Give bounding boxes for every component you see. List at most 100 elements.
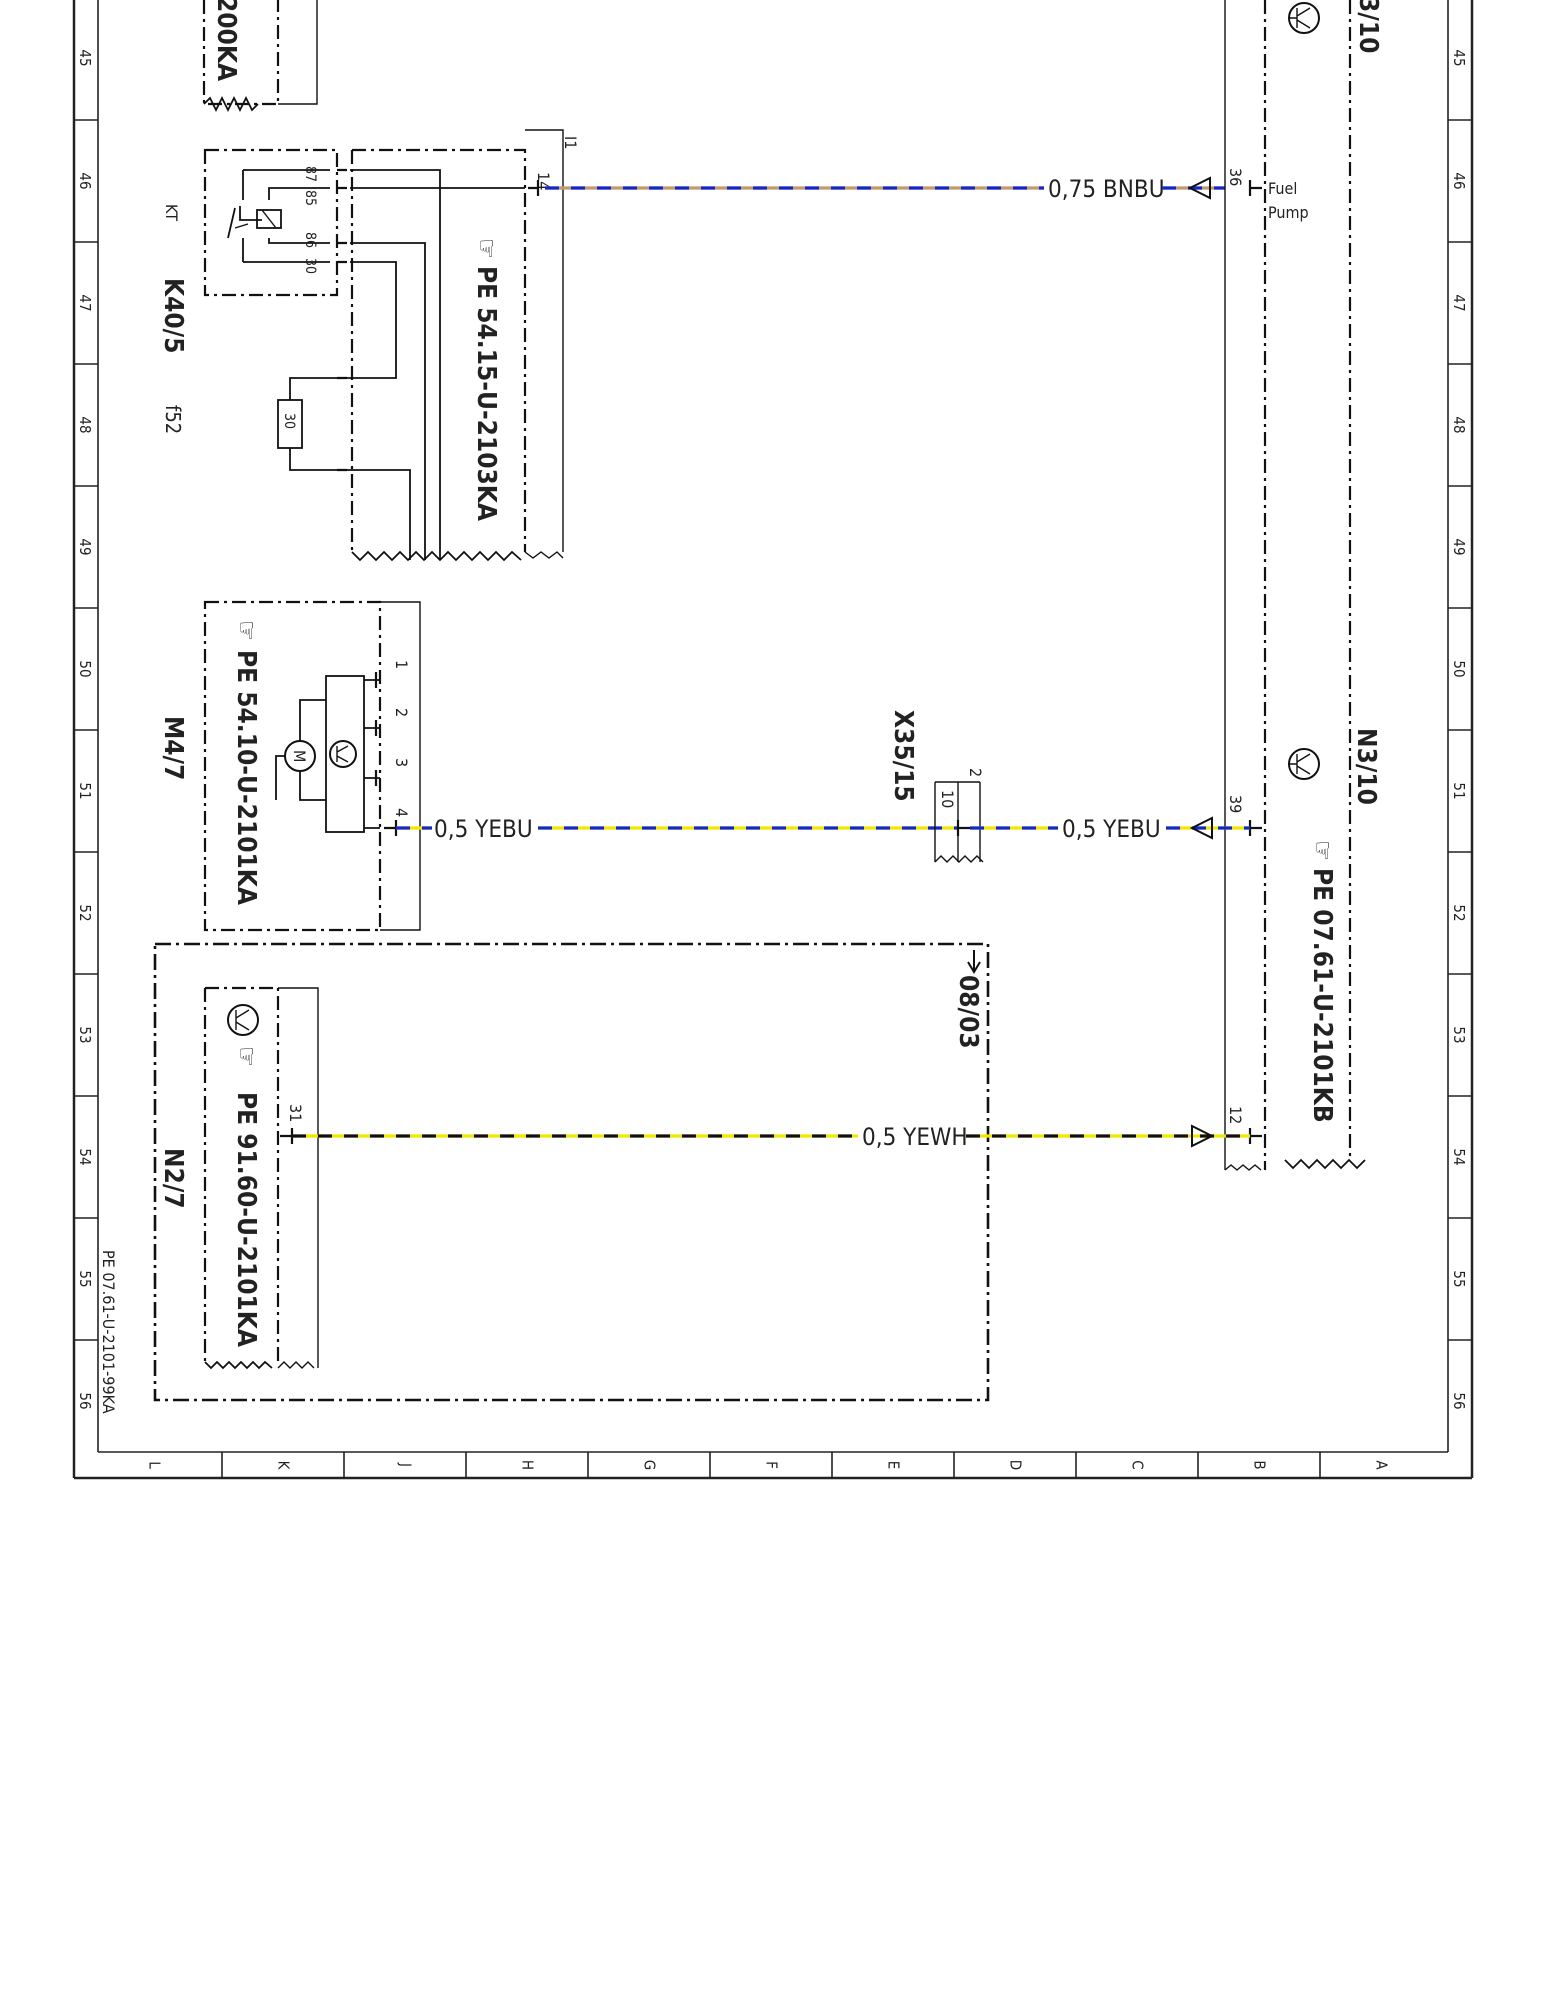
column-label: L	[146, 1461, 164, 1469]
m47-pin: 4	[392, 808, 411, 817]
wire-yebu-left: 0,5 YEBU	[396, 815, 958, 843]
column-label: E	[885, 1461, 903, 1470]
wire-label: 0,5 YEBU	[1062, 815, 1161, 843]
wire-label: 0,5 YEWH	[862, 1123, 968, 1151]
wire-label: 0,75 BNBU	[1048, 175, 1165, 203]
transistor-icon	[1288, 748, 1320, 780]
row-label-right: 47	[1450, 294, 1468, 311]
k40-fuse-label: f52	[161, 405, 185, 434]
k40-pin-label: 86	[302, 232, 318, 248]
k40-pin-label: 85	[302, 190, 318, 206]
row-labels: 45 45 46 46 47 47 48 48 49 49 50 50 51 5…	[76, 49, 1468, 1409]
row-label-right: 53	[1450, 1026, 1468, 1043]
transistor-icon	[227, 1004, 259, 1036]
arrow-right-icon	[1191, 1124, 1215, 1148]
k40-relay-block: 87 85 86 30 KT K40/5 f52 30 I1 14 ☞ PE 5…	[158, 129, 580, 562]
area-reference: 08/03	[953, 975, 983, 1049]
row-label-right: 48	[1450, 416, 1468, 433]
row-label-left: 45	[76, 49, 94, 66]
transistor-icon	[1288, 2, 1320, 34]
row-label-right: 52	[1450, 904, 1468, 921]
column-ticks	[221, 1452, 1321, 1478]
row-label-left: 56	[76, 1392, 94, 1409]
column-label: G	[641, 1460, 659, 1470]
row-label-left: 52	[76, 904, 94, 921]
m47-component-label: M4/7	[158, 716, 188, 780]
motor-symbol: M	[290, 750, 309, 762]
x35-inner-label: 10	[938, 790, 957, 808]
k40-relay-label: KT	[162, 204, 181, 221]
m47-pin: 1	[392, 660, 411, 669]
arrow-down-icon	[967, 950, 981, 974]
row-label-right: 45	[1450, 49, 1468, 66]
transistor-icon	[329, 740, 357, 768]
n27-component-label: N2/7	[158, 1148, 188, 1209]
column-label: J	[397, 1462, 415, 1467]
arrow-left-icon	[1189, 816, 1213, 840]
row-label-right: 50	[1450, 660, 1468, 677]
column-label: K	[275, 1461, 293, 1471]
n310-pin-12: 12	[1226, 1106, 1245, 1124]
row-label-left: 46	[76, 172, 94, 189]
n310-reference: PE 07.61-U-2101KB	[1307, 868, 1337, 1123]
row-label-right: 56	[1450, 1392, 1468, 1409]
n310-component-label: N3/10	[1351, 728, 1381, 805]
n27-block: ☞ PE 91.60-U-2101KA N2/7 31	[158, 986, 319, 1370]
row-label-left: 50	[76, 660, 94, 677]
m47-motor-block: M 1 2 3 4 ☞ PE 54.10-U-2101KA M4/7	[158, 600, 421, 932]
wire-yebu-right: 0,5 YEBU	[970, 815, 1250, 843]
column-label: B	[1251, 1460, 1269, 1469]
drawing-frame	[72, 0, 1474, 1480]
k40-component-label: K40/5	[158, 278, 188, 354]
column-label: C	[1129, 1460, 1147, 1469]
fuel-pump-label: Pump	[1268, 203, 1309, 222]
m47-pin: 2	[392, 708, 411, 717]
column-labels: L K J H G F E D C B A	[146, 1460, 1391, 1471]
hand-pointer-icon: ☞	[471, 238, 501, 259]
row-label-left: 47	[76, 294, 94, 311]
m47-pin: 3	[392, 758, 411, 767]
n27-reference: PE 91.60-U-2101KA	[231, 1092, 261, 1347]
k40-ext-label: I1	[561, 136, 580, 149]
top-left-ref-label: 200KA	[211, 0, 241, 81]
k40-pin-label: 87	[302, 166, 318, 182]
n310-pin-36: 36	[1226, 168, 1245, 186]
wire-bnbu: 0,75 BNBU	[545, 175, 1225, 203]
row-label-right: 55	[1450, 1270, 1468, 1287]
fuse-value: 30	[281, 413, 297, 429]
n27-pin-label: 31	[286, 1104, 305, 1122]
x35-pin-label: 2	[966, 768, 985, 777]
arrow-left-icon	[1187, 176, 1211, 200]
row-label-right: 51	[1450, 782, 1468, 799]
n310-pin-39: 39	[1226, 795, 1245, 813]
column-label: H	[519, 1460, 537, 1470]
hand-pointer-icon: ☞	[1307, 840, 1337, 861]
row-label-left: 51	[76, 782, 94, 799]
area-box: 08/03	[153, 942, 990, 1402]
x35-connector: 10 2 X35/15	[888, 710, 985, 863]
n310-top-label: 3/10	[1353, 0, 1383, 53]
column-label: D	[1007, 1460, 1025, 1470]
wire-yewh: 0,5 YEWH	[292, 1123, 1250, 1151]
column-label: A	[1373, 1460, 1391, 1470]
row-label-left: 49	[76, 538, 94, 555]
row-label-left: 53	[76, 1026, 94, 1043]
hand-pointer-icon: ☞	[231, 1046, 261, 1067]
row-label-left: 55	[76, 1270, 94, 1287]
fuel-pump-label: Fuel	[1268, 179, 1297, 198]
row-label-left: 54	[76, 1148, 94, 1165]
n310-module: 3/10 N3/10 36 Fuel Pump 39 12 ☞ PE 07.61…	[1224, 0, 1383, 1171]
row-label-right: 54	[1450, 1148, 1468, 1165]
row-ticks	[74, 119, 1472, 1341]
wire-label: 0,5 YEBU	[434, 815, 533, 843]
row-label-left: 48	[76, 416, 94, 433]
top-left-component: 200KA	[202, 0, 318, 113]
column-label: F	[763, 1461, 781, 1469]
row-label-right: 49	[1450, 538, 1468, 555]
hand-pointer-icon: ☞	[231, 620, 261, 641]
m47-reference: PE 54.10-U-2101KA	[231, 650, 261, 905]
row-label-right: 46	[1450, 172, 1468, 189]
k40-pin-label: 30	[302, 258, 318, 274]
k40-reference: PE 54.15-U-2103KA	[471, 266, 501, 521]
